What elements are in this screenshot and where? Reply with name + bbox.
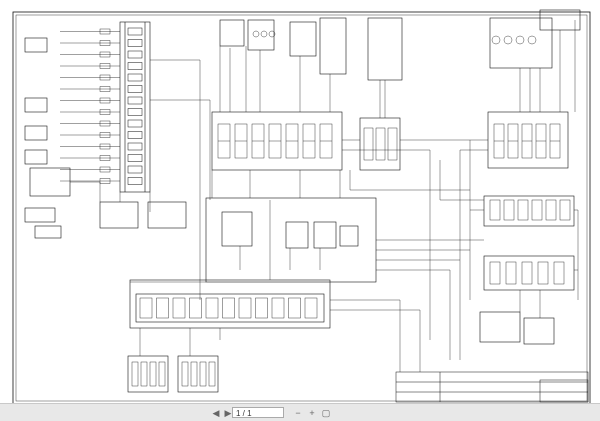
spool-valve — [545, 199, 557, 221]
spool-valve — [531, 199, 543, 221]
cylinder — [181, 361, 189, 387]
valve-block — [127, 50, 143, 59]
wiring-lines — [70, 20, 579, 372]
valve-block — [127, 27, 143, 36]
gauge — [515, 35, 525, 45]
valve-block — [127, 119, 143, 128]
spool-valve — [172, 297, 186, 319]
schematic-sheet — [12, 9, 591, 405]
valve-block — [127, 108, 143, 116]
spool-valve — [189, 297, 202, 319]
spool-valve — [271, 297, 285, 319]
cylinder — [131, 361, 139, 387]
valve-block — [127, 177, 143, 185]
valve-block — [127, 165, 143, 174]
sheet-border — [12, 11, 591, 405]
spool-valve — [156, 297, 169, 319]
top-components — [219, 9, 581, 81]
title-block — [395, 371, 589, 403]
viewer-toolbar: ◀ ▶ 1 / 1 − + ▢ — [0, 403, 600, 421]
valve-block — [127, 62, 143, 70]
spool-valve — [489, 199, 501, 221]
cylinder — [199, 361, 207, 387]
spool-valve — [222, 297, 235, 319]
valve-block — [127, 85, 143, 93]
spool-valve — [238, 297, 252, 319]
cylinder — [158, 361, 166, 387]
valve-block — [127, 154, 143, 162]
center-lower-components — [205, 197, 377, 283]
right-valve-bank — [487, 111, 569, 169]
spool-valve — [537, 261, 549, 285]
next-page-icon[interactable]: ▶ — [224, 408, 232, 418]
spool-valve — [363, 127, 374, 161]
left-components — [24, 37, 187, 239]
gauge — [252, 30, 260, 38]
gauge — [491, 35, 501, 45]
valve-block — [127, 39, 143, 47]
gauge — [527, 35, 537, 45]
spool-valve — [505, 261, 517, 285]
cylinder — [190, 361, 198, 387]
zoom-out-icon[interactable]: − — [295, 408, 301, 418]
cylinder — [140, 361, 148, 387]
valve-block — [127, 142, 143, 151]
spool-valve — [304, 297, 318, 319]
spool-valve — [288, 297, 301, 319]
valve-block — [127, 131, 143, 139]
spool-valve — [553, 261, 565, 285]
hydraulic-schematic — [12, 9, 591, 405]
spool-valve — [517, 199, 529, 221]
left-valve-rows — [60, 27, 143, 185]
gauge — [260, 30, 268, 38]
spool-valve — [387, 127, 398, 161]
spool-valve — [375, 127, 386, 161]
zoom-in-icon[interactable]: + — [309, 408, 315, 418]
gauge — [503, 35, 513, 45]
bottom-left-cylinders — [127, 355, 219, 393]
detail-marks — [131, 30, 571, 387]
cylinder — [149, 361, 157, 387]
spool-valve — [503, 199, 515, 221]
spool-valve — [489, 261, 501, 285]
spool-valve — [139, 297, 153, 319]
valve-block — [127, 96, 143, 105]
bottom-valve-bank — [129, 279, 331, 329]
page-indicator[interactable]: 1 / 1 — [232, 407, 284, 418]
fit-page-icon[interactable]: ▢ — [321, 408, 331, 418]
sheet-inner-border — [15, 14, 588, 402]
valve-block — [127, 73, 143, 82]
spool-valve — [559, 199, 571, 221]
spool-valve — [205, 297, 219, 319]
right-lower-components — [479, 195, 575, 345]
cylinder — [208, 361, 216, 387]
left-valve-column — [119, 21, 151, 193]
spool-valve — [521, 261, 533, 285]
previous-page-icon[interactable]: ◀ — [212, 408, 220, 418]
spool-valve — [255, 297, 268, 319]
gauge — [268, 30, 276, 38]
